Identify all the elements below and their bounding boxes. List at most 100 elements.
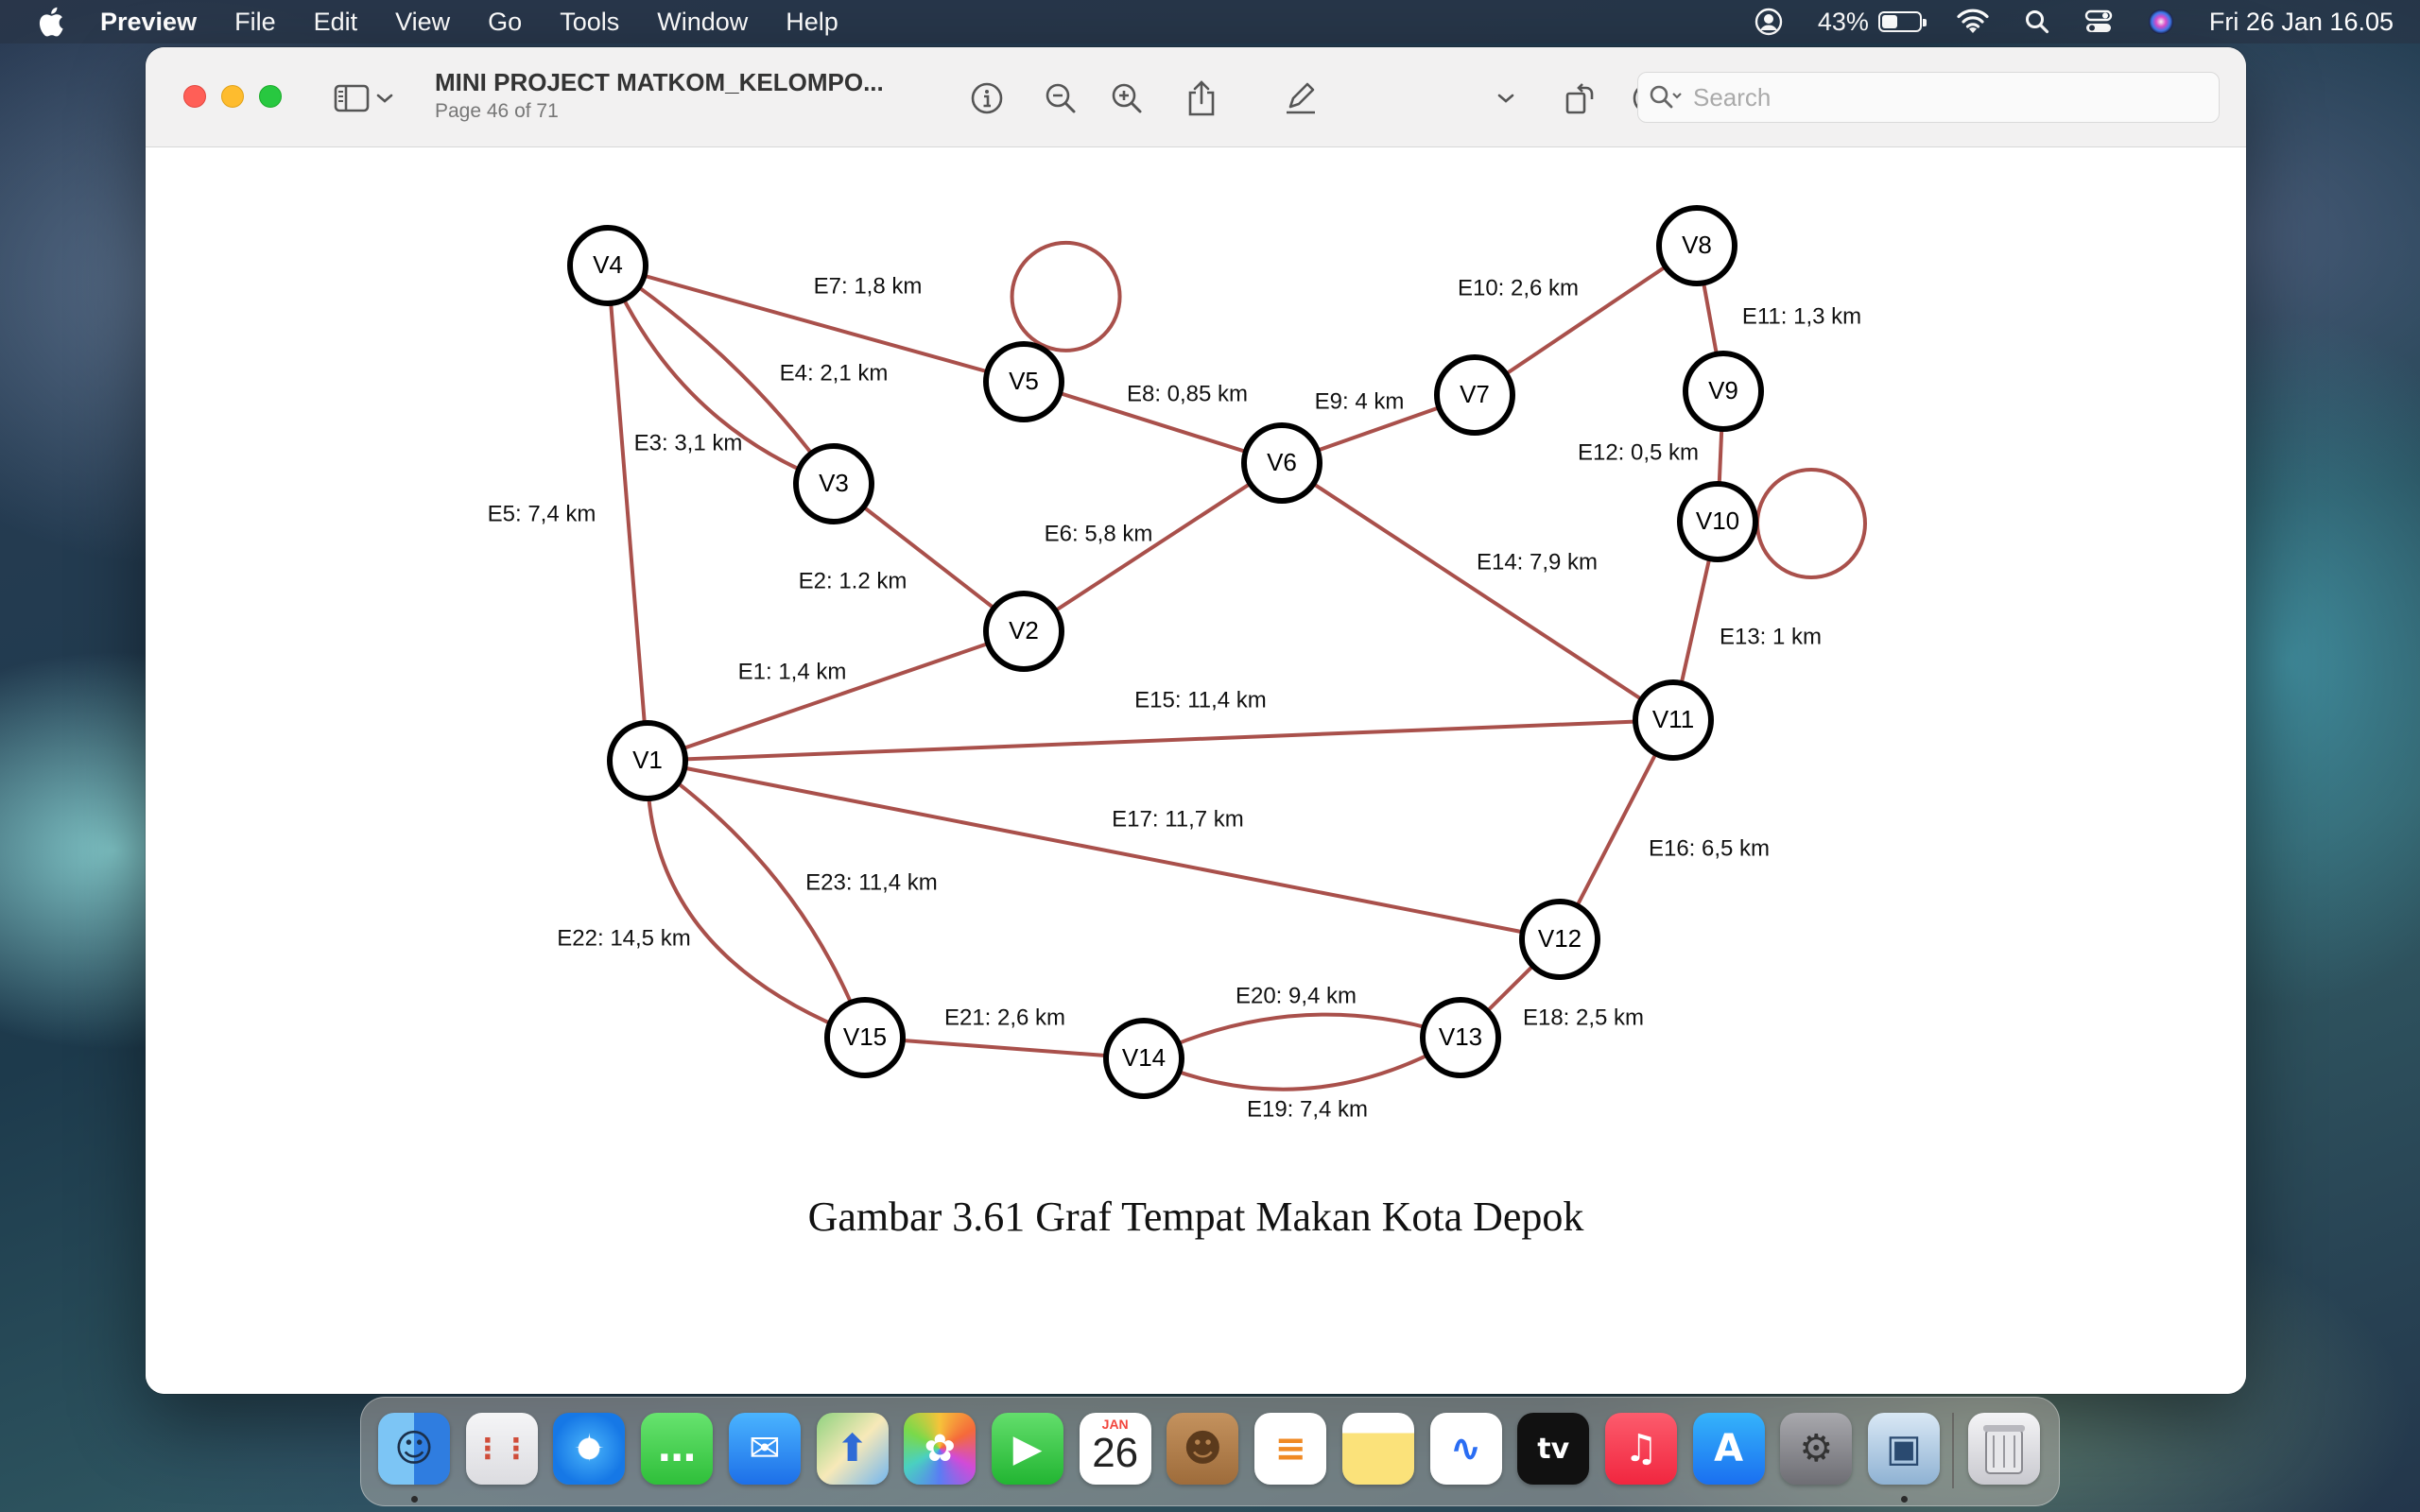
- menu-help[interactable]: Help: [786, 7, 838, 36]
- graph-node-circle: [1241, 422, 1322, 504]
- graph-node-circle: [1420, 997, 1501, 1078]
- figure-caption: Gambar 3.61 Graf Tempat Makan Kota Depok: [146, 1193, 2246, 1241]
- graph-edge-label-e17: E17: 11,7 km: [1112, 806, 1244, 832]
- window-toolbar: MINI PROJECT MATKOM_KELOMPO... Page 46 o…: [146, 47, 2246, 147]
- graph-node-label: V12: [1538, 924, 1582, 953]
- dock-messages-icon[interactable]: …: [641, 1413, 714, 1485]
- spotlight-search-icon[interactable]: [2024, 9, 2050, 35]
- graph-edge-label-e2: E2: 1.2 km: [799, 568, 908, 593]
- search-field[interactable]: [1637, 72, 2220, 123]
- graph-edge-e8: [1023, 380, 1283, 465]
- graph-node-label: V15: [843, 1022, 887, 1051]
- graph-node-label: V10: [1696, 507, 1739, 535]
- dock-notes-icon[interactable]: [1341, 1413, 1414, 1485]
- graph-node-label: V8: [1682, 231, 1712, 259]
- graph-edge-label-e21: E21: 2,6 km: [944, 1005, 1065, 1030]
- zoom-in-icon[interactable]: [1108, 79, 1146, 117]
- graph-node-v15: V15: [824, 997, 906, 1078]
- graph-edge-label-e5: E5: 7,4 km: [488, 501, 596, 526]
- menu-edit[interactable]: Edit: [313, 7, 358, 36]
- graph-edge-e20: [1143, 1012, 1461, 1060]
- app-store-glyph: A: [1714, 1427, 1744, 1470]
- dock-freeform-icon[interactable]: ∿: [1429, 1413, 1502, 1485]
- dock-trash-icon[interactable]: [1968, 1413, 2040, 1485]
- sidebar-icon[interactable]: [333, 79, 371, 117]
- graph-node-v1: V1: [607, 720, 688, 801]
- graph-node-circle: [1103, 1018, 1184, 1099]
- graph-node-v14: V14: [1103, 1018, 1184, 1099]
- menu-tools[interactable]: Tools: [560, 7, 620, 36]
- graph-node-label: V1: [632, 746, 663, 774]
- dock-finder-icon[interactable]: ☺: [378, 1413, 450, 1485]
- markup-pen-icon[interactable]: [1282, 79, 1320, 117]
- graph-node-circle: [793, 443, 874, 524]
- control-center-icon[interactable]: [2084, 9, 2113, 35]
- graph-edge-e22: [645, 760, 866, 1040]
- graph-edge-label-e10: E10: 2,6 km: [1458, 275, 1579, 301]
- battery-status[interactable]: 43%: [1818, 8, 1927, 37]
- graph-edge-e5: [606, 265, 649, 762]
- tv-glyph: tv: [1537, 1432, 1570, 1466]
- dock-mail-icon[interactable]: ✉: [728, 1413, 801, 1485]
- rotate-icon[interactable]: [1562, 79, 1599, 117]
- mail-glyph: ✉: [749, 1427, 781, 1470]
- search-input[interactable]: [1693, 82, 2166, 112]
- menu-window[interactable]: Window: [657, 7, 749, 36]
- graph-edge-label-e6: E6: 5,8 km: [1045, 521, 1153, 546]
- graph-node-v5: V5: [983, 341, 1064, 422]
- graph-edge-e3: [606, 265, 835, 486]
- window-minimize-button[interactable]: [221, 85, 244, 108]
- info-icon[interactable]: [968, 79, 1006, 117]
- graph-edge-label-e15: E15: 11,4 km: [1134, 687, 1267, 713]
- search-icon: [1648, 83, 1684, 112]
- maps-glyph: ⬆: [836, 1427, 869, 1470]
- markup-chevron-down-icon[interactable]: [1494, 79, 1518, 117]
- menu-go[interactable]: Go: [488, 7, 523, 36]
- graph-node-v13: V13: [1420, 997, 1501, 1078]
- menu-file[interactable]: File: [234, 7, 276, 36]
- siri-icon[interactable]: [2147, 8, 2175, 36]
- wifi-icon[interactable]: [1956, 9, 1990, 35]
- trash-can-icon: [1983, 1425, 2025, 1474]
- dock-facetime-icon[interactable]: ▶: [991, 1413, 1063, 1485]
- dock-maps-icon[interactable]: ⬆: [816, 1413, 889, 1485]
- dock-tv-icon[interactable]: tv: [1517, 1413, 1590, 1485]
- menu-view[interactable]: View: [395, 7, 451, 36]
- menu-clock[interactable]: Fri 26 Jan 16.05: [2208, 7, 2394, 36]
- graph-edge-e19: [1143, 1036, 1462, 1091]
- graph-node-v2: V2: [983, 591, 1064, 672]
- dock-music-icon[interactable]: ♫: [1604, 1413, 1677, 1485]
- graph-node-label: V13: [1439, 1022, 1482, 1051]
- dock-photos-icon[interactable]: ✿: [904, 1413, 977, 1485]
- dock-launchpad-icon[interactable]: ⋮⋮: [465, 1413, 538, 1485]
- graph-edge-label-e11: E11: 1,3 km: [1742, 303, 1861, 329]
- graph-edge-label-e9: E9: 4 km: [1315, 388, 1405, 414]
- graph-edge-label-e23: E23: 11,4 km: [805, 869, 938, 895]
- dock-running-indicator: [1901, 1496, 1909, 1503]
- graph-edge-e14: [1280, 461, 1675, 722]
- graph-node-v8: V8: [1656, 205, 1737, 286]
- dock-contacts-icon[interactable]: ☻: [1167, 1413, 1239, 1485]
- menu-app-name[interactable]: Preview: [100, 7, 198, 36]
- graph-edge-e15: [647, 718, 1674, 763]
- apple-menu-icon[interactable]: [36, 6, 72, 38]
- dock-preview-icon[interactable]: ▣: [1868, 1413, 1941, 1485]
- graph-node-v7: V7: [1434, 354, 1515, 436]
- dock-safari-icon[interactable]: ✦: [553, 1413, 626, 1485]
- graph-node-v6: V6: [1241, 422, 1322, 504]
- dock-app-store-icon[interactable]: A: [1692, 1413, 1765, 1485]
- graph-node-v9: V9: [1683, 351, 1764, 432]
- window-close-button[interactable]: [183, 85, 206, 108]
- graph-edge-loop-v5: [1010, 240, 1122, 352]
- graph-edge-e16: [1558, 719, 1675, 940]
- sidebar-chevron-down-icon[interactable]: [372, 79, 397, 117]
- zoom-out-icon[interactable]: [1042, 79, 1080, 117]
- dock-reminders-icon[interactable]: ≡: [1254, 1413, 1327, 1485]
- user-account-icon[interactable]: [1754, 7, 1784, 37]
- graph-node-circle: [983, 591, 1064, 672]
- window-zoom-button[interactable]: [259, 85, 282, 108]
- dock-system-settings-icon[interactable]: ⚙: [1780, 1413, 1853, 1485]
- launchpad-glyph: ⋮⋮: [473, 1432, 530, 1466]
- share-icon[interactable]: [1183, 79, 1220, 117]
